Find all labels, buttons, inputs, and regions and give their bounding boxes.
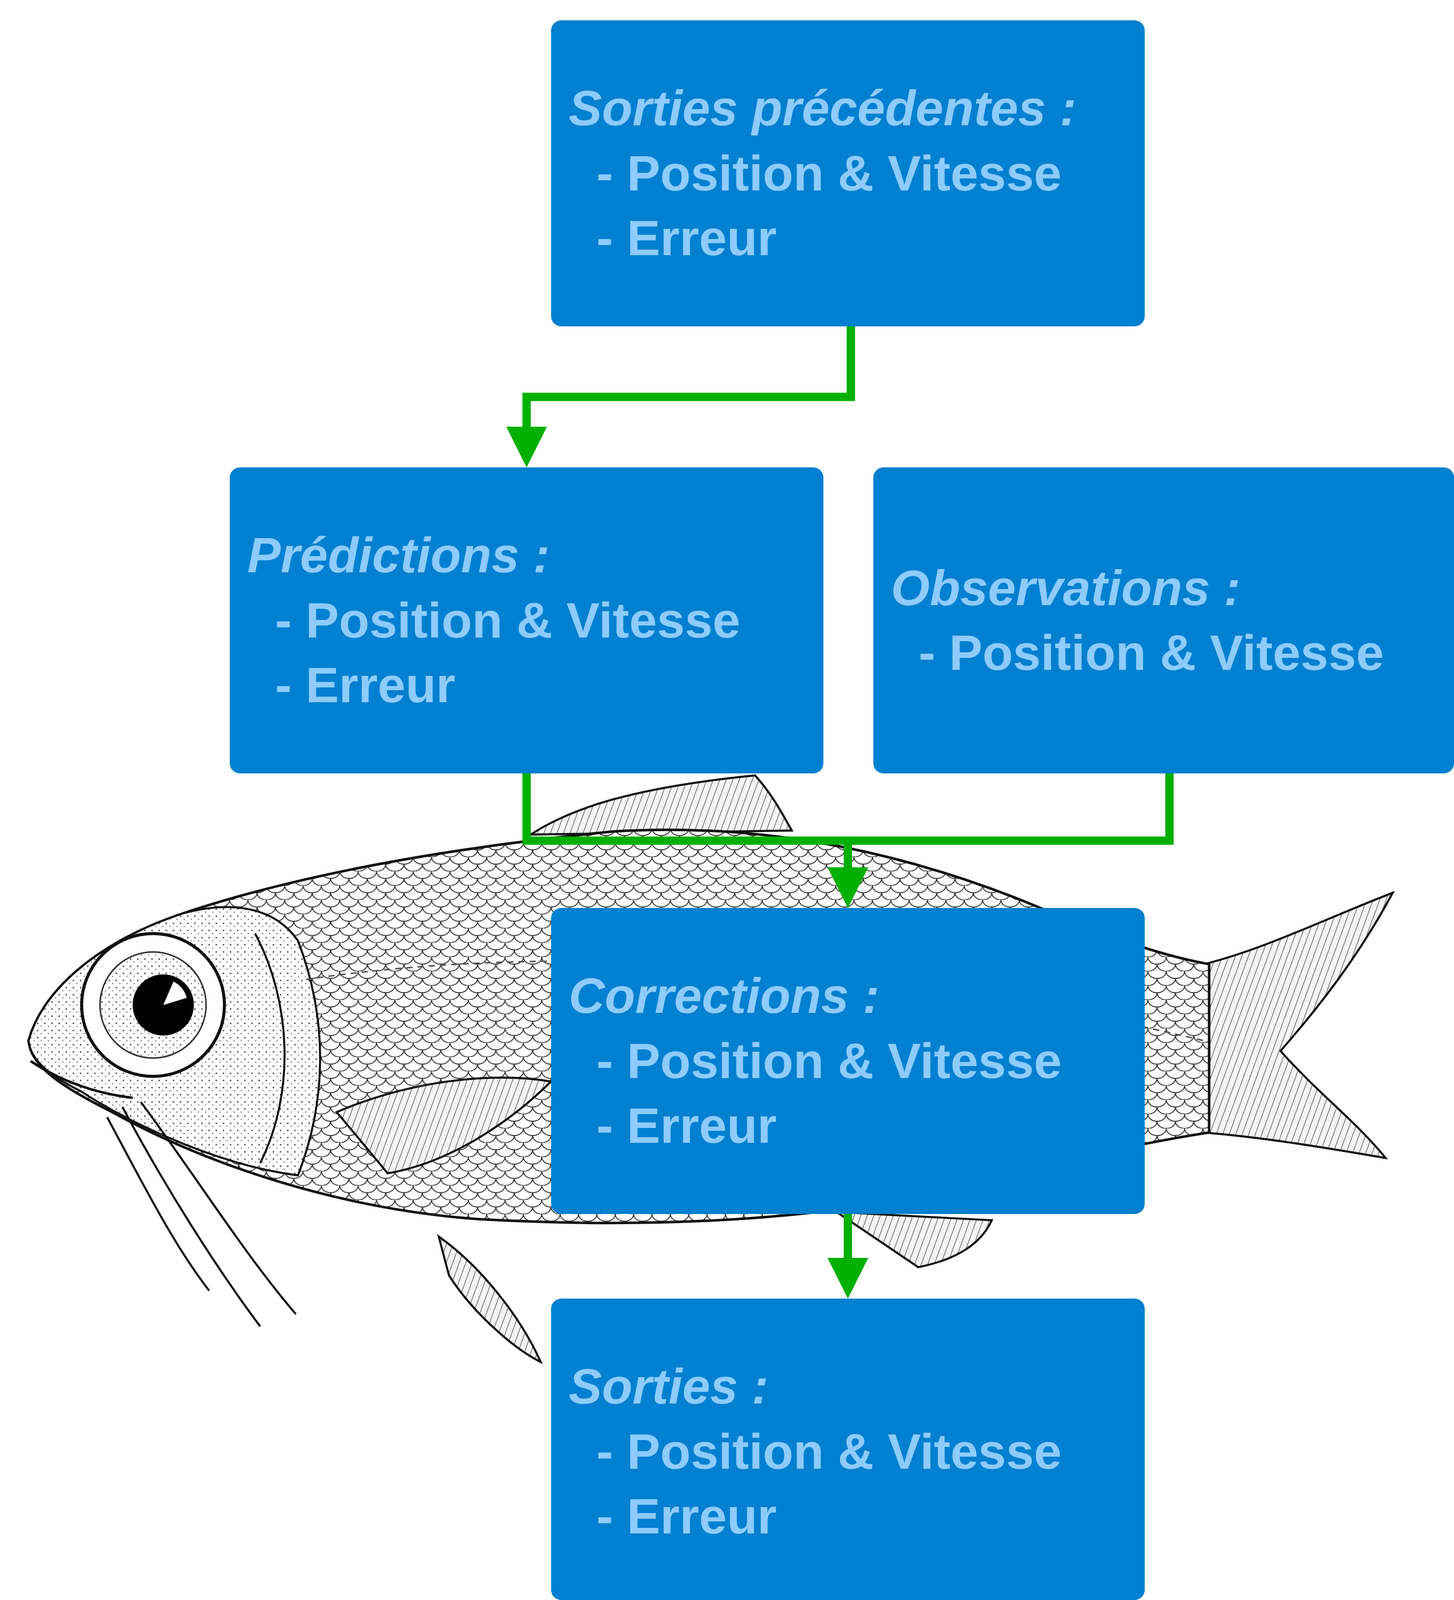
process-box: Sorties précédentes :- Position & Vitess… xyxy=(551,20,1145,327)
pectoral-fin xyxy=(336,1077,551,1174)
box-item: - Position & Vitesse xyxy=(568,1419,1127,1485)
tail-fin xyxy=(1203,892,1393,1159)
barbel xyxy=(122,1107,261,1327)
pelvic-fin xyxy=(438,1236,541,1362)
connector-line xyxy=(526,326,851,428)
dorsal-fin xyxy=(530,775,792,835)
flow-arrow xyxy=(506,326,851,468)
box-heading: Sorties : xyxy=(568,1354,1127,1419)
process-box: Prédictions :- Position & Vitesse- Erreu… xyxy=(229,467,824,774)
arrow-head xyxy=(827,1257,869,1299)
box-item: - Erreur xyxy=(568,1484,1127,1549)
box-heading: Corrections : xyxy=(568,963,1127,1029)
eye-ring xyxy=(81,933,225,1077)
flow-arrow xyxy=(827,773,1170,908)
box-item: - Position & Vitesse xyxy=(247,588,805,653)
flow-arrow xyxy=(526,773,869,908)
pupil xyxy=(132,974,194,1036)
connector-line xyxy=(843,1214,853,1259)
box-item: - Erreur xyxy=(568,1093,1127,1159)
iris xyxy=(99,951,207,1059)
arrow-head xyxy=(506,426,547,468)
barbel xyxy=(141,1102,296,1315)
pupil-highlight xyxy=(163,981,187,1006)
box-heading: Observations : xyxy=(890,555,1436,621)
connector-line xyxy=(847,773,1170,869)
process-box: Sorties :- Position & Vitesse- Erreur xyxy=(551,1298,1145,1600)
arrow-head xyxy=(827,867,869,908)
box-item: - Position & Vitesse xyxy=(890,620,1436,686)
barbel xyxy=(107,1117,210,1291)
fish-body xyxy=(28,829,1209,1224)
fish-drawing xyxy=(28,775,1393,1362)
process-box: Observations :- Position & Vitesse xyxy=(873,467,1454,774)
box-item: - Position & Vitesse xyxy=(568,1028,1127,1094)
box-heading: Prédictions : xyxy=(247,522,805,588)
process-box: Corrections :- Position & Vitesse- Erreu… xyxy=(551,907,1145,1215)
fish-head xyxy=(28,907,321,1176)
box-item: - Erreur xyxy=(568,205,1127,271)
arrow-head xyxy=(827,867,869,908)
box-item: - Erreur xyxy=(247,652,805,718)
box-item: - Position & Vitesse xyxy=(568,141,1127,206)
box-heading: Sorties précédentes : xyxy=(568,75,1127,141)
flow-arrow xyxy=(827,1214,869,1299)
connector-line xyxy=(526,773,848,869)
operculum xyxy=(255,933,285,1164)
